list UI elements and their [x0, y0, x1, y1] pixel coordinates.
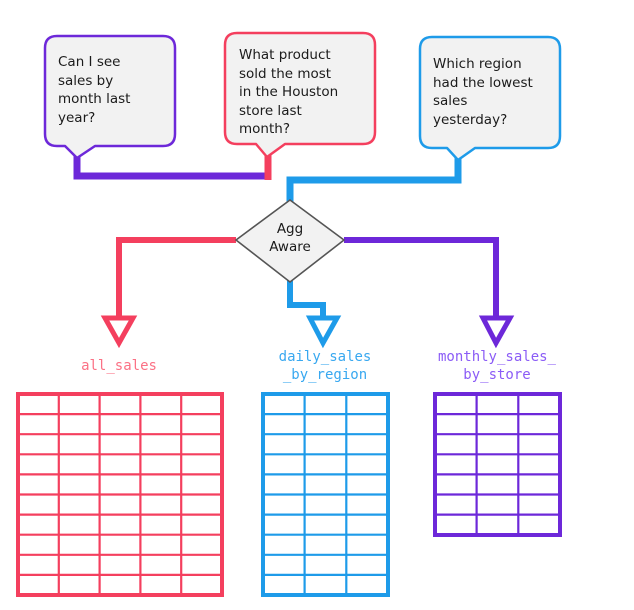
connector-pink-to-all-sales: [116, 237, 236, 318]
speech-bubble-shape-3: [418, 35, 562, 162]
decision-node-agg-aware[interactable]: [234, 199, 346, 284]
table-all-sales-gridlines: [18, 394, 222, 595]
diamond-shape: [234, 199, 346, 284]
arrowhead-all-sales: [100, 315, 138, 349]
connector-blue-to-diamond: [286, 156, 462, 202]
speech-bubble-shape-1: [43, 34, 177, 160]
table-monthly-sales-border: [433, 392, 562, 537]
table-daily-sales-by-region[interactable]: [261, 392, 390, 597]
speech-bubble-q-houston-product[interactable]: [223, 31, 377, 159]
table-monthly-sales-by-store[interactable]: [433, 392, 562, 537]
speech-bubble-shape-2: [223, 31, 377, 159]
speech-bubble-q-lowest-region[interactable]: [418, 35, 562, 162]
connector-purple-to-bus: [73, 156, 268, 180]
speech-bubble-q-month-sales[interactable]: [43, 34, 177, 160]
table-daily-sales-gridlines: [263, 394, 388, 595]
connector-blue-to-daily-sales: [287, 272, 326, 318]
arrowhead-daily-sales: [305, 315, 342, 349]
arrowhead-monthly-sales: [478, 315, 515, 349]
table-all-sales[interactable]: [16, 392, 224, 597]
connector-purple-to-monthly-sales: [344, 237, 499, 318]
table-monthly-sales-gridlines: [435, 394, 560, 535]
connector-group-bottom: [100, 237, 515, 349]
connector-group-top: [73, 152, 462, 202]
